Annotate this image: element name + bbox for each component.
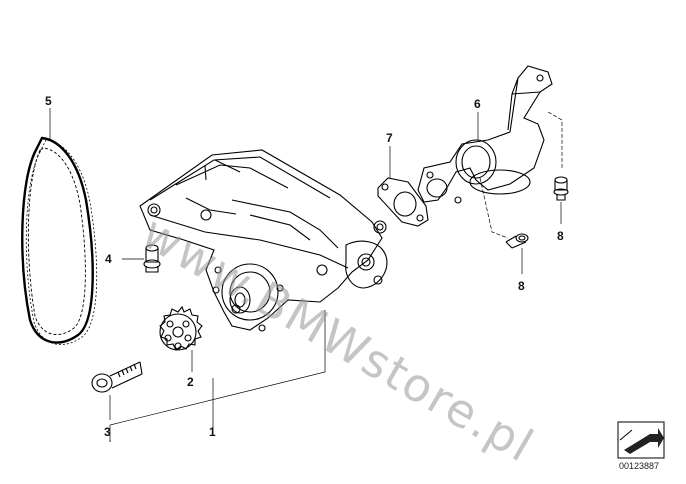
gasket: [377, 177, 429, 227]
callout-5: 5: [45, 94, 52, 108]
callout-7: 7: [386, 131, 393, 145]
leader-1a: [109, 310, 326, 442]
sprocket: [159, 305, 203, 351]
callout-8-lower: 8: [518, 279, 525, 293]
callout-8-upper: 8: [557, 229, 564, 243]
callout-3: 3: [104, 425, 111, 439]
reference-code: 00123887: [619, 461, 660, 471]
timing-chain: [21, 136, 98, 345]
bolt-sprocket: [91, 361, 143, 393]
arrow-navigation-icon: [617, 421, 665, 459]
oil-pump-body: [139, 149, 388, 332]
callout-4: 4: [105, 252, 112, 266]
callout-6: 6: [474, 97, 481, 111]
suction-pipe: [417, 65, 553, 204]
callout-1: 1: [209, 425, 216, 439]
bolt-pump: [143, 244, 161, 273]
bolt-pipe-lower: [505, 233, 529, 249]
bolt-pipe-upper: [553, 176, 569, 201]
callout-2: 2: [187, 375, 194, 389]
